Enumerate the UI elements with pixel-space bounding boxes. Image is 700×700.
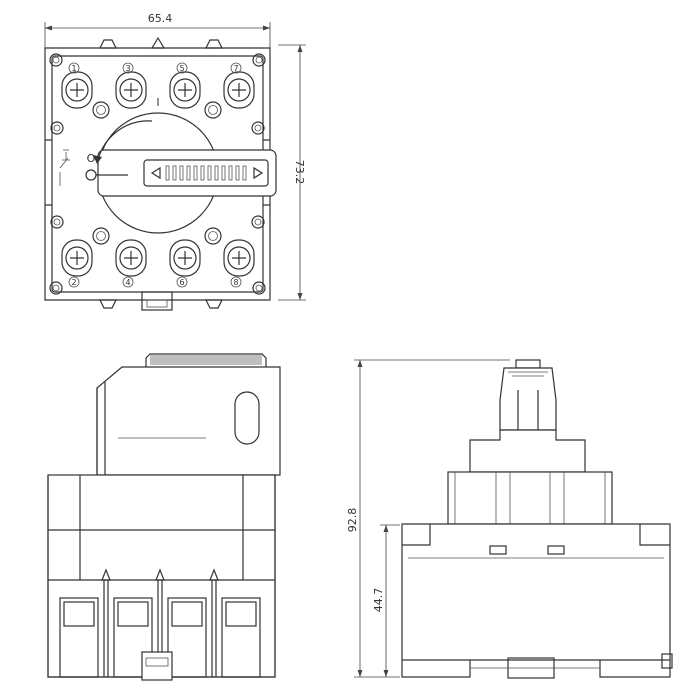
total-height-dimension: 92.8 <box>346 359 510 678</box>
dim-total-height-label: 92.8 <box>346 508 359 533</box>
terminal-screw <box>169 239 201 277</box>
bottom-terminals: 2 4 6 8 <box>61 239 255 288</box>
dim-height-label: 73.2 <box>293 160 306 185</box>
disconnector-symbol-icon <box>59 149 70 186</box>
rotary-handle: I O <box>85 96 277 234</box>
dim-body-height-label: 44.7 <box>372 588 385 613</box>
terminal-screw <box>115 239 147 277</box>
terminal-screw <box>223 239 255 277</box>
terminal-screw <box>61 239 93 277</box>
top-view: 65.4 73.2 <box>44 12 306 311</box>
terminal-label-4: 4 <box>125 278 130 287</box>
width-dimension: 65.4 <box>44 12 271 48</box>
terminal-label-8: 8 <box>233 278 238 287</box>
top-terminals: 1 3 5 7 <box>61 62 255 109</box>
terminal-label-2: 2 <box>71 278 76 287</box>
terminal-label-1: 1 <box>71 64 76 73</box>
front-view <box>47 353 281 681</box>
side-view: 92.8 44.7 <box>346 359 673 679</box>
terminal-pockets <box>59 597 261 678</box>
off-mark: O <box>87 152 96 165</box>
terminal-label-3: 3 <box>125 64 130 73</box>
dim-width-label: 65.4 <box>148 12 173 25</box>
lower-housing <box>401 523 671 661</box>
handle-body-side <box>96 366 281 476</box>
mid-housing <box>447 471 613 525</box>
handle-grip <box>165 165 247 181</box>
terminal-label-7: 7 <box>233 64 238 73</box>
height-dimension: 73.2 <box>278 44 306 301</box>
terminal-label-5: 5 <box>179 64 184 73</box>
terminal-label-6: 6 <box>179 278 184 287</box>
on-mark: I <box>156 96 159 109</box>
mounting-holes <box>49 53 266 295</box>
terminal-screw <box>61 71 93 109</box>
body-height-dimension: 44.7 <box>372 524 400 677</box>
